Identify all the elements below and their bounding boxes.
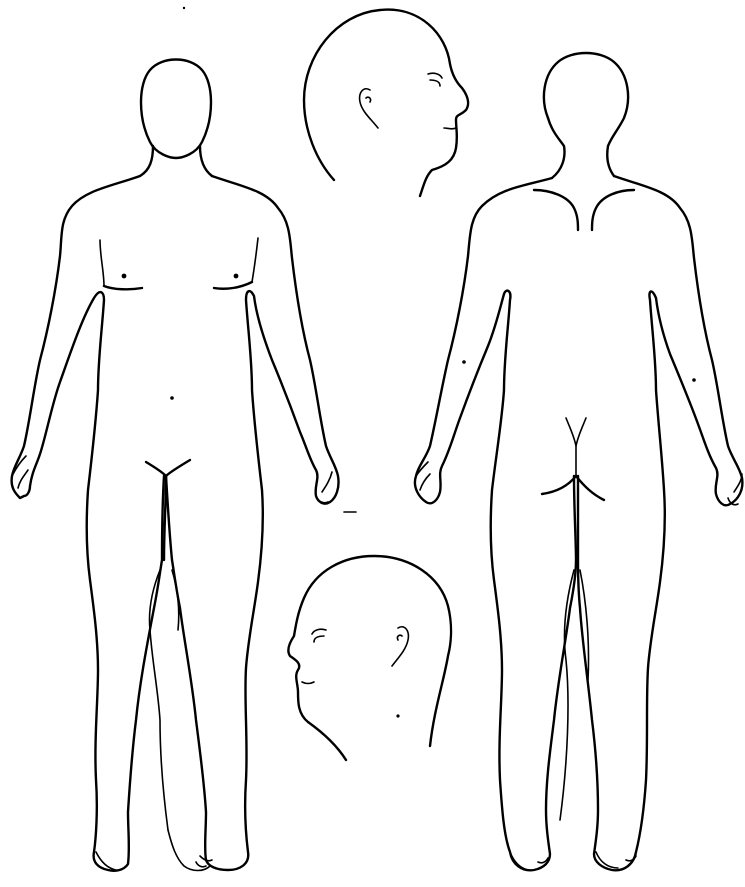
- back-shoulder-blade-left: [534, 190, 578, 230]
- head-profile-bottom-mouth: [302, 682, 314, 684]
- head-profile-top-outline: [304, 10, 468, 196]
- stray-mark-top: [183, 7, 185, 9]
- back-left-elbow-mark: [462, 360, 466, 364]
- front-left-outline: [12, 176, 164, 871]
- head-profile-bottom-ear-inner: [397, 635, 402, 640]
- front-left-hand-fingers: [12, 456, 28, 488]
- back-right-elbow-mark: [692, 378, 696, 382]
- head-profile-top-figure: [304, 10, 468, 196]
- front-body-figure: [12, 60, 339, 871]
- front-chest-right: [214, 282, 252, 289]
- front-left-knee: [149, 570, 168, 830]
- front-left-nipple: [122, 274, 127, 279]
- back-head-outline: [544, 53, 628, 176]
- head-profile-top-ear: [360, 89, 378, 128]
- head-profile-bottom-eye: [312, 629, 326, 642]
- head-profile-bottom-outline: [288, 556, 451, 760]
- back-neck-left: [548, 118, 565, 178]
- front-head-outline: [141, 60, 211, 159]
- back-right-outline: [578, 176, 742, 870]
- head-profile-top-mouth: [444, 128, 456, 129]
- front-right-nipple: [234, 274, 239, 279]
- back-left-calf: [560, 570, 574, 820]
- head-profile-bottom-ear: [392, 627, 408, 666]
- front-neck-left: [140, 146, 153, 176]
- front-chest-left: [104, 286, 142, 289]
- front-left-shoulder-crease: [100, 240, 104, 286]
- head-profile-top-ear-inner: [366, 97, 371, 102]
- back-body-figure: [415, 53, 742, 870]
- front-navel: [170, 396, 174, 400]
- back-shoulder-blade-right: [592, 190, 634, 230]
- head-profile-bottom-mark: [396, 714, 399, 717]
- front-neck-right: [200, 146, 212, 176]
- head-profile-bottom-figure: [288, 556, 451, 760]
- back-left-hand-fingers: [416, 462, 430, 490]
- front-groin: [146, 460, 190, 476]
- back-left-outline: [415, 178, 576, 870]
- front-right-foot: [168, 830, 210, 871]
- front-right-shoulder-crease: [252, 238, 258, 282]
- head-profile-top-eye: [428, 73, 442, 86]
- back-spine-lower: [566, 418, 586, 446]
